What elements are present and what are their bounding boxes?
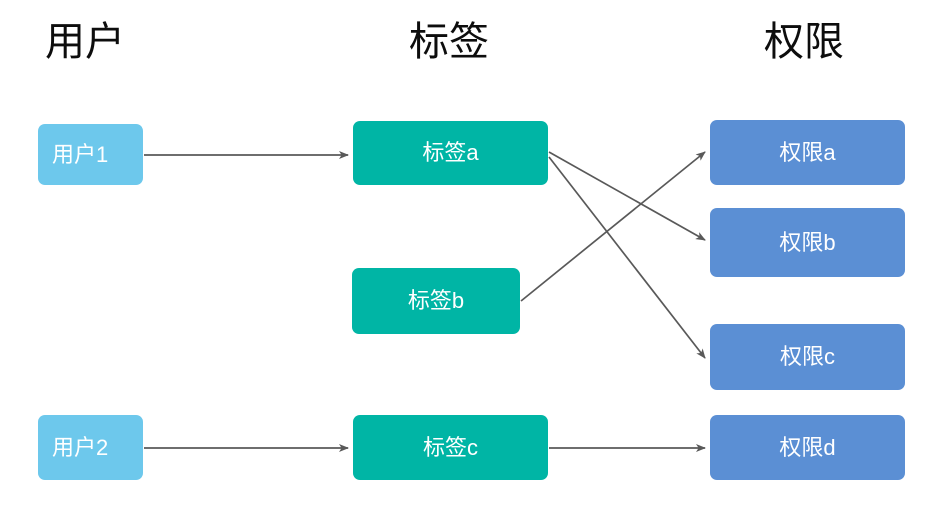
node-label: 权限c (779, 344, 835, 369)
edge-tagb-to-perma (520, 151, 706, 302)
column-header-user: 用户 (45, 20, 125, 64)
node-label: 标签b (407, 288, 465, 313)
node-permission-c[interactable]: 权限c (710, 324, 905, 390)
node-user-1[interactable]: 用户1 (38, 124, 143, 185)
node-permission-d[interactable]: 权限d (710, 415, 905, 480)
node-label: 权限b (779, 229, 836, 255)
column-header-permission: 权限 (764, 20, 844, 64)
node-tag-c[interactable]: 标签c (353, 415, 548, 480)
node-label: 用户1 (52, 141, 109, 167)
node-tag-a[interactable]: 标签a (353, 121, 548, 185)
node-label: 用户2 (52, 434, 109, 460)
node-label: 权限a (779, 139, 836, 165)
edge-taga-to-permc (548, 156, 706, 359)
node-label: 权限d (779, 434, 836, 460)
node-permission-a[interactable]: 权限a (710, 120, 905, 185)
column-header-tag: 标签 (409, 20, 489, 64)
node-tag-b[interactable]: 标签b (352, 268, 520, 334)
node-permission-b[interactable]: 权限b (710, 208, 905, 277)
node-label: 标签a (422, 140, 479, 165)
node-label: 标签c (422, 434, 478, 460)
edge-taga-to-permb (548, 151, 706, 241)
node-user-2[interactable]: 用户2 (38, 415, 143, 480)
